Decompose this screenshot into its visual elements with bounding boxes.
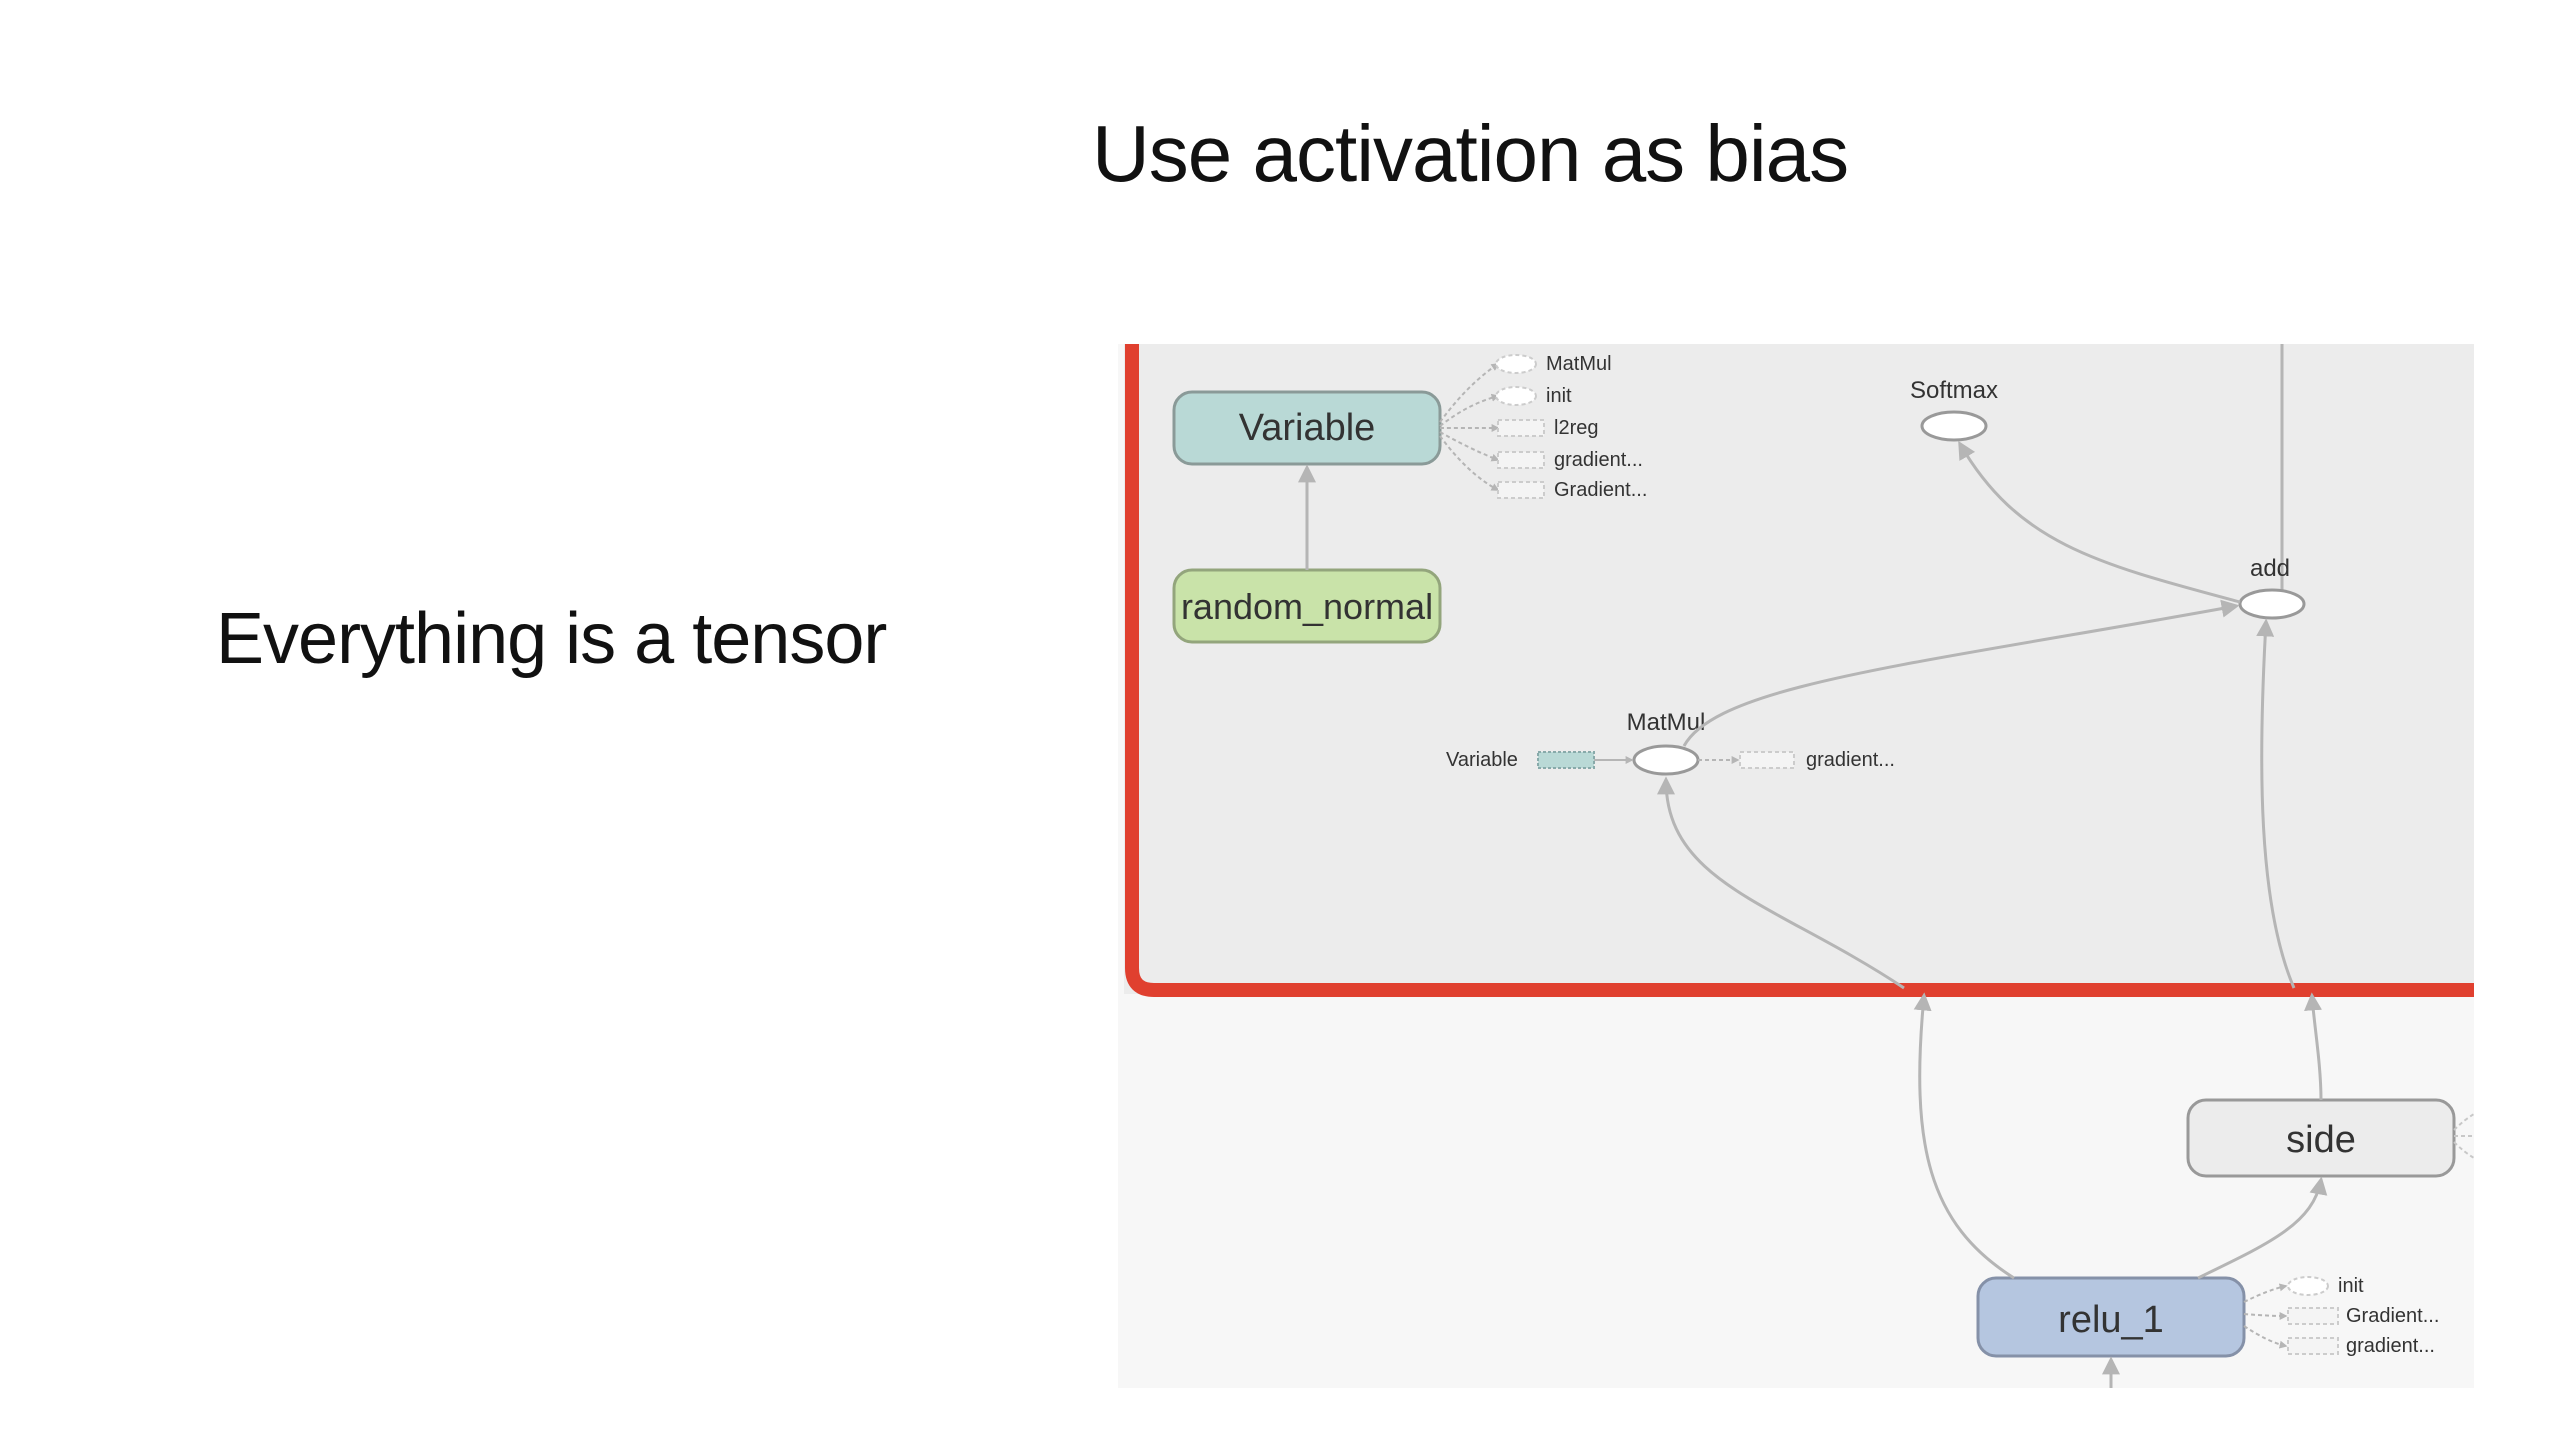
- edge-matmul-to-add: [1682, 599, 2240, 747]
- matmul-input-shape: [1537, 751, 1595, 769]
- edge-add-to-softmax: [1958, 440, 2241, 604]
- edge-namescope-to-add: [2256, 618, 2296, 989]
- graph-canvas: Variable random_normal MatMul init l2reg…: [1124, 344, 2474, 1388]
- edge-relu-to-namescope: [1913, 992, 2015, 1280]
- relu-1-node[interactable]: [1976, 1276, 2246, 1358]
- namescope-border: [1125, 344, 2474, 997]
- variable-output-label-init: init: [1546, 385, 1572, 407]
- edge-side-to-namescope: [2304, 992, 2323, 1101]
- relu-output-edges: [2243, 1283, 2288, 1349]
- relu-output-label-init: init: [2338, 1275, 2364, 1297]
- variable-output-label-gradient: gradient...: [1554, 449, 1643, 471]
- variable-output-gradient-shape: [1497, 451, 1545, 469]
- matmul-output-shape: [1739, 751, 1795, 769]
- relu-output-label-gradient-cap: Gradient...: [2346, 1305, 2439, 1327]
- matmul-node-label: MatMul: [1627, 709, 1706, 736]
- variable-output-init-shape: [1495, 386, 1537, 406]
- relu-1-node-label: relu_1: [2058, 1299, 2164, 1341]
- edge-relu-to-side: [2197, 1176, 2328, 1280]
- variable-output-matmul-shape: [1495, 354, 1537, 374]
- relu-output-gradient-shape: [2287, 1337, 2339, 1355]
- tensorboard-graph-panel: Variable random_normal MatMul init l2reg…: [1118, 344, 2474, 1388]
- variable-output-gradient2-shape: [1497, 481, 1545, 499]
- relu-output-init-shape: [2287, 1276, 2329, 1296]
- variable-output-label-l2reg: l2reg: [1554, 417, 1598, 439]
- relu-output-label-gradient: gradient...: [2346, 1335, 2435, 1357]
- side-output-edges: [2453, 1113, 2474, 1159]
- relu-output-gradient-cap-shape: [2287, 1307, 2339, 1325]
- variable-output-l2reg-shape: [1497, 419, 1545, 437]
- softmax-node[interactable]: [1920, 410, 1988, 442]
- edge-namescope-to-matmul: [1657, 776, 1905, 990]
- random-normal-node-label: random_normal: [1181, 586, 1433, 627]
- add-node-label: add: [2250, 555, 2290, 582]
- matmul-input-label: Variable: [1446, 749, 1518, 771]
- variable-output-label-gradient-cap: Gradient...: [1554, 479, 1647, 501]
- matmul-output-label: gradient...: [1806, 749, 1895, 771]
- side-node-label: side: [2286, 1119, 2356, 1161]
- matmul-node[interactable]: [1632, 744, 1700, 776]
- slide-title: Use activation as bias: [1092, 109, 1849, 198]
- variable-output-label-matmul: MatMul: [1546, 353, 1612, 375]
- variable-node-label: Variable: [1239, 407, 1376, 449]
- variable-output-edges: [1439, 363, 1500, 491]
- slide-bullet-text: Everything is a tensor: [216, 599, 887, 679]
- add-node[interactable]: [2238, 588, 2306, 620]
- softmax-node-label: Softmax: [1910, 377, 1998, 404]
